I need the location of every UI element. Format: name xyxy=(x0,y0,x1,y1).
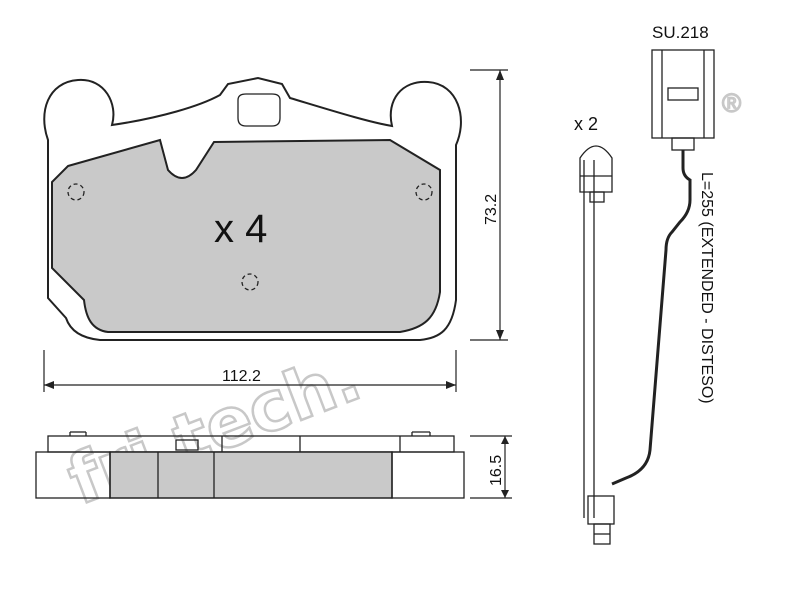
sensor-code-label: SU.218 xyxy=(652,23,709,42)
pad-hole-center xyxy=(241,273,259,291)
thickness-dimension-label: 16.5 xyxy=(488,455,505,486)
thickness-dimension: 16.5 xyxy=(470,435,512,499)
wear-sensor: SU.218 x 2 L=255 (EXTENDED - DISTESO) xyxy=(574,23,715,545)
width-dimension: 112.2 xyxy=(43,350,457,392)
sensor-length-label: L=255 (EXTENDED - DISTESO) xyxy=(698,172,715,404)
backing-plate-slot xyxy=(237,93,281,127)
sensor-top-clip xyxy=(579,145,613,193)
backing-plate-outline xyxy=(43,76,462,341)
side-view-friction xyxy=(109,451,393,499)
pad-hole-left xyxy=(67,183,85,201)
pad-quantity-label: x 4 xyxy=(214,207,267,251)
width-dimension-label: 112.2 xyxy=(222,368,261,385)
side-view-end-left xyxy=(35,451,111,499)
sensor-bottom-plug xyxy=(587,495,615,525)
sensor-cable xyxy=(611,150,692,486)
height-dimension-label: 73.2 xyxy=(483,194,500,225)
friction-pad xyxy=(51,138,441,333)
watermark-registered-mark: ® xyxy=(722,88,741,118)
sensor-connector xyxy=(651,49,715,139)
side-view xyxy=(35,431,465,499)
sensor-quantity-label: x 2 xyxy=(574,114,598,134)
side-view-end-right xyxy=(391,451,465,499)
height-dimension: 73.2 xyxy=(470,69,508,341)
sensor-connector-latch xyxy=(667,87,699,101)
pad-hole-right xyxy=(415,183,433,201)
